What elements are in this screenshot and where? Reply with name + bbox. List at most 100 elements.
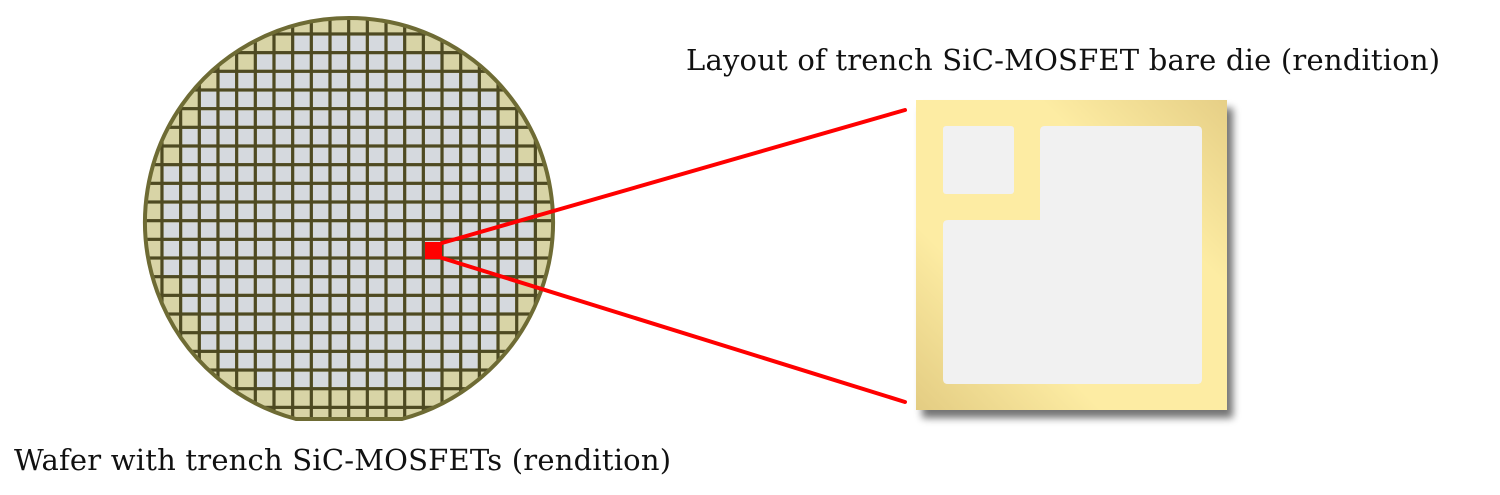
wafer-die-cell — [256, 259, 273, 276]
wafer-die-cell — [182, 147, 198, 164]
wafer-die-cell — [256, 334, 273, 350]
wafer-die-cell — [536, 408, 553, 420]
wafer-die-cell — [275, 222, 292, 238]
wafer-die-cell — [350, 334, 366, 350]
wafer-die-cell — [424, 166, 441, 182]
wafer-die-cell — [219, 334, 236, 350]
wafer-die-cell — [499, 35, 516, 52]
wafer-die-cell — [294, 166, 310, 182]
wafer-die-cell — [331, 203, 348, 220]
wafer-die-cell — [256, 91, 273, 108]
grid-line — [145, 181, 554, 185]
wafer-die-cell — [443, 296, 460, 313]
wafer-die-cell — [480, 240, 497, 257]
highlighted-die[interactable] — [425, 242, 442, 259]
wafer-die-cell — [256, 278, 273, 294]
wafer-die-cell — [256, 222, 273, 238]
wafer-die-cell — [350, 128, 366, 145]
wafer-die-cell — [163, 352, 180, 369]
wafer-die-cell — [499, 128, 516, 145]
wafer-die-cell — [406, 278, 422, 294]
wafer-die-cell — [350, 315, 366, 332]
wafer-die-cell — [443, 352, 460, 369]
wafer-die-cell — [219, 278, 236, 294]
wafer-die-cell — [499, 259, 516, 276]
wafer-die-cell — [499, 371, 516, 388]
wafer-die-cell — [424, 371, 441, 388]
wafer-die-cell — [294, 72, 310, 89]
wafer-die-cell — [256, 18, 273, 33]
wafer-die-cell — [462, 240, 478, 257]
wafer-die-cell — [182, 240, 198, 257]
wafer-die-cell — [406, 203, 422, 220]
wafer-die-cell — [200, 91, 217, 108]
wafer-die-cell — [182, 166, 198, 182]
wafer-die-cell — [200, 222, 217, 238]
wafer-die-cell — [200, 147, 217, 164]
wafer-die-cell — [219, 166, 236, 182]
wafer-die-cell — [163, 240, 180, 257]
wafer-die-cell — [424, 315, 441, 332]
wafer-die-cell — [331, 184, 348, 201]
wafer-die-cell — [331, 408, 348, 420]
wafer-die-cell — [200, 259, 217, 276]
wafer-die-cell — [312, 72, 329, 89]
wafer-die-cell — [462, 72, 478, 89]
wafer-die-cell — [331, 240, 348, 257]
wafer-die-cell — [350, 222, 366, 238]
wafer-die-cell — [499, 408, 516, 420]
wafer-die-cell — [256, 72, 273, 89]
wafer-die-cell — [219, 184, 236, 201]
wafer-die-cell — [443, 408, 460, 420]
grid-line — [347, 18, 351, 420]
wafer-die-cell — [256, 54, 273, 70]
wafer-die-cell — [518, 296, 534, 313]
wafer-die-cell — [480, 203, 497, 220]
wafer-die-cell — [182, 222, 198, 238]
grid-line — [515, 18, 519, 420]
wafer-die-cell — [462, 315, 478, 332]
wafer-die-cell — [424, 147, 441, 164]
wafer-die-cell — [443, 54, 460, 70]
wafer-die-cell — [368, 222, 385, 238]
wafer-die-cell — [182, 110, 198, 126]
wafer-die-cell — [200, 278, 217, 294]
wafer-die-cell — [462, 278, 478, 294]
wafer-die-cell — [275, 35, 292, 52]
wafer-die-cell — [350, 371, 366, 388]
wafer-die-cell — [238, 315, 254, 332]
wafer-die-cell — [238, 352, 254, 369]
wafer-die-cell — [331, 296, 348, 313]
wafer-die-cell — [480, 128, 497, 145]
wafer-die-cell — [219, 222, 236, 238]
wafer-die-cell — [536, 54, 553, 70]
wafer-die-cell — [480, 408, 497, 420]
grid-line — [384, 18, 388, 420]
wafer-die-cell — [294, 315, 310, 332]
wafer-die-cell — [163, 166, 180, 182]
wafer-die-cell — [406, 72, 422, 89]
wafer-die-cell — [163, 278, 180, 294]
wafer-die-cell — [424, 296, 441, 313]
wafer-die-cell — [145, 203, 161, 220]
wafer-die-cell — [200, 184, 217, 201]
wafer-die-cell — [350, 296, 366, 313]
wafer-die-cell — [406, 110, 422, 126]
wafer-die-cell — [443, 18, 460, 33]
wafer-die-cell — [350, 91, 366, 108]
wafer-die-cell — [238, 166, 254, 182]
wafer-die-cell — [163, 147, 180, 164]
wafer-die-cell — [275, 72, 292, 89]
wafer-die-cell — [536, 35, 553, 52]
wafer-die-cell — [219, 203, 236, 220]
grid-line — [272, 18, 276, 420]
wafer-die-cell — [256, 128, 273, 145]
wafer-die-cell — [238, 72, 254, 89]
wafer-die-cell — [368, 147, 385, 164]
wafer-die-cell — [480, 334, 497, 350]
wafer-die-cell — [536, 72, 553, 89]
wafer-die-cell — [294, 259, 310, 276]
wafer-die-cell — [499, 296, 516, 313]
wafer-die-cell — [518, 203, 534, 220]
